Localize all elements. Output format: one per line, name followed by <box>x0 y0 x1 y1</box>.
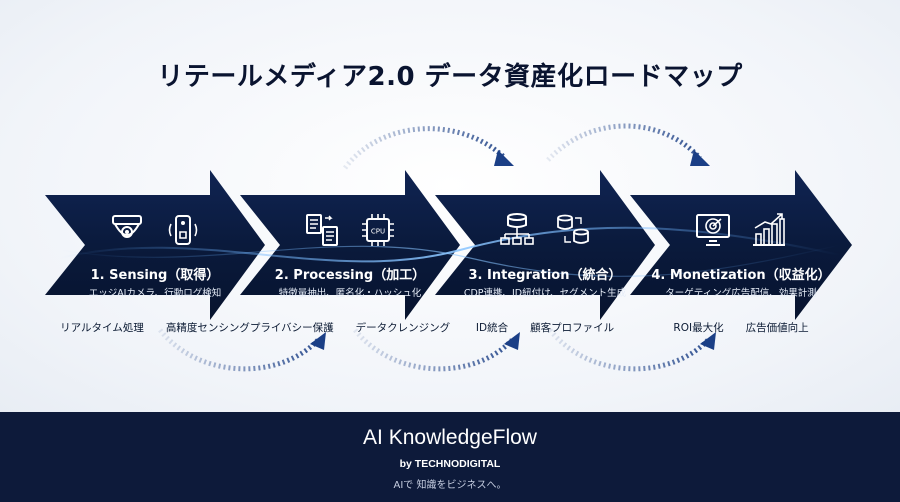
step-tag: リアルタイム処理 <box>60 322 144 334</box>
flow-curves-decoration <box>158 123 716 372</box>
step-title: 1. Sensing（取得） <box>90 268 220 283</box>
step-tag: プライバシー保護 <box>249 322 334 334</box>
step-tag: データクレンジング <box>355 322 451 334</box>
step-subtitle: 特徴量抽出、匿名化・ハッシュ化 <box>278 288 422 299</box>
step-integration: 3. Integration（統合） CDP連携、ID紐付け、セグメント生成 I… <box>435 0 655 412</box>
step-tags: プライバシー保護 データクレンジング <box>240 320 460 335</box>
step-sensing: 1. Sensing（取得） エッジAIカメラ、行動ログ検知 リアルタイム処理 … <box>45 0 265 412</box>
chevron-step-3 <box>435 170 655 320</box>
step-tag: 広告価値向上 <box>745 322 809 334</box>
step-tag: 顧客プロファイル <box>530 322 615 334</box>
step-title: 2. Processing（加工） <box>274 268 426 283</box>
security-camera-icon <box>112 215 142 238</box>
sensor-device-icon <box>168 215 198 245</box>
step-icons <box>435 210 655 250</box>
footer-banner: AI KnowledgeFlow by TECHNODIGITAL AIで 知識… <box>0 412 900 502</box>
chevron-step-1 <box>45 170 265 320</box>
step-title: 4. Monetization（収益化） <box>651 268 831 283</box>
brand-tagline: AIで 知識をビジネスへ。 <box>393 480 507 491</box>
step-icons <box>45 210 265 250</box>
chevron-step-4 <box>630 170 852 320</box>
step-tag: 高精度センシング <box>165 322 250 334</box>
process-chevrons <box>45 170 852 320</box>
database-network-icon <box>500 213 534 245</box>
target-monitor-icon <box>696 214 730 246</box>
step-subtitle: CDP連携、ID紐付け、セグメント生成 <box>463 288 627 299</box>
document-transfer-icon <box>306 214 338 246</box>
step-tag: ID統合 <box>475 322 509 334</box>
growth-chart-icon <box>753 213 785 246</box>
step-subtitle: エッジAIカメラ、行動ログ検知 <box>88 288 222 299</box>
cpu-chip-icon: CPU <box>362 214 394 246</box>
chevron-step-2 <box>240 170 460 320</box>
step-title: 3. Integration（統合） <box>468 268 622 283</box>
step-icons <box>630 210 852 250</box>
roadmap-stage: リテールメディア2.0 データ資産化ロードマップ 1. Sensing（取得） … <box>0 0 900 412</box>
page-title: リテールメディア2.0 データ資産化ロードマップ <box>157 62 743 92</box>
step-tags: ROI最大化 広告価値向上 <box>630 320 852 335</box>
brand-byline: by TECHNODIGITAL <box>399 458 501 470</box>
database-sync-icon <box>557 214 589 244</box>
step-tag: ROI最大化 <box>673 322 724 334</box>
step-subtitle: ターゲティング広告配信、効果計測 <box>665 288 817 299</box>
step-tags: リアルタイム処理 高精度センシング <box>45 320 265 335</box>
step-processing: CPU 2. Processing（加工） 特徴量抽出、匿名化・ハッシュ化 プラ… <box>240 0 460 412</box>
brand-name: AI KnowledgeFlow <box>363 426 537 449</box>
step-icons: CPU <box>240 210 460 250</box>
step-monetization: 4. Monetization（収益化） ターゲティング広告配信、効果計測 RO… <box>630 0 852 412</box>
svg-text:CPU: CPU <box>371 228 385 236</box>
step-tags: ID統合 顧客プロファイル <box>435 320 655 335</box>
data-wave-glow <box>59 244 841 277</box>
